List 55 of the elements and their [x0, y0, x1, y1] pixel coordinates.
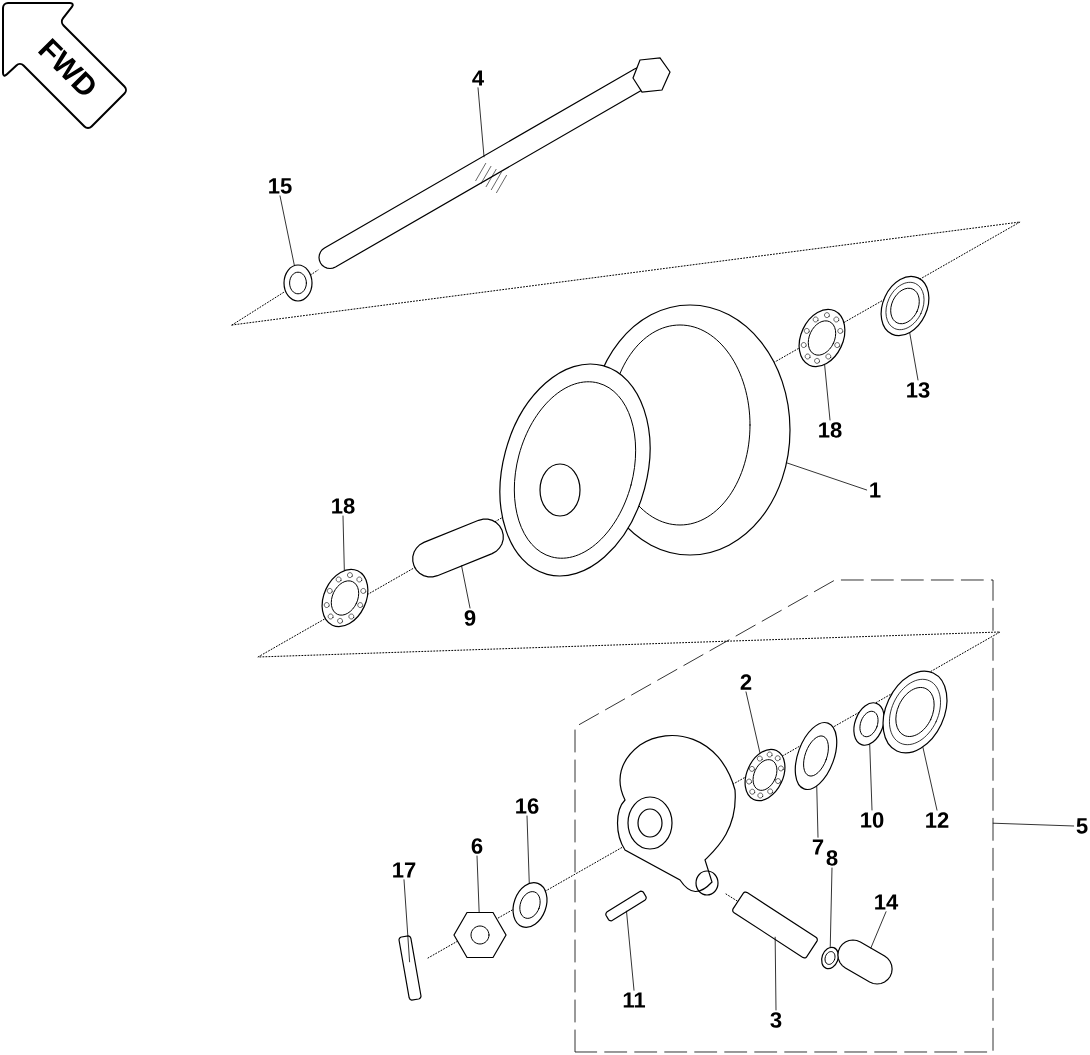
leader-line	[626, 910, 635, 991]
callout-number: 15	[269, 178, 292, 194]
callout-number: 16	[516, 798, 539, 814]
dashed-outline	[574, 579, 994, 1053]
callout-number: 5	[1076, 818, 1088, 834]
callout-number: 17	[393, 862, 416, 878]
gear-drawing	[744, 748, 786, 802]
leader-line	[279, 195, 295, 266]
leader-line	[869, 744, 873, 811]
callout-number: 3	[770, 1012, 782, 1028]
axle-drawing	[318, 57, 671, 270]
callout-number: 18	[819, 422, 842, 438]
wheel-hub-drawing	[499, 304, 791, 577]
callout-number: 12	[926, 812, 949, 828]
leader-line	[476, 855, 480, 913]
callout-number: 8	[826, 850, 838, 866]
seal-drawing	[880, 275, 930, 337]
leader-line	[774, 936, 777, 1011]
washer-drawing	[821, 946, 839, 970]
leader-line	[403, 879, 410, 963]
callout-number: 2	[740, 674, 752, 690]
callout-number: 13	[907, 382, 930, 398]
callout-number: 11	[623, 992, 645, 1008]
callout-number: 9	[464, 610, 476, 626]
leader-line	[909, 332, 919, 381]
leader-line	[745, 691, 761, 754]
leader-line	[824, 364, 831, 421]
washer-drawing	[794, 721, 838, 790]
leader-line	[922, 747, 938, 811]
leader-line	[870, 911, 887, 949]
pin-drawing	[605, 890, 647, 922]
leader-line	[829, 867, 833, 948]
callout-number: 1	[870, 482, 881, 498]
bearing-drawing	[798, 308, 846, 368]
leader-line	[461, 565, 471, 609]
callout-number: 14	[875, 894, 899, 910]
leader-line	[786, 462, 868, 491]
pinion-drawing	[732, 891, 818, 959]
nut-drawing	[453, 911, 507, 959]
cotter-pin-drawing	[398, 935, 422, 1001]
callout-number: 18	[332, 498, 355, 514]
callout-number: 10	[861, 812, 884, 828]
leader-line	[992, 822, 1075, 827]
leader-line	[526, 815, 530, 884]
bearing-drawing	[321, 568, 369, 628]
o-ring-drawing	[853, 702, 885, 746]
leader-line	[342, 515, 345, 571]
spacer-drawing	[412, 518, 504, 578]
callout-number: 7	[812, 839, 824, 855]
washer-drawing	[512, 882, 548, 928]
bushing-drawing	[283, 264, 313, 302]
leader-line	[477, 87, 485, 158]
leader-line	[816, 786, 819, 838]
callout-number: 6	[471, 838, 483, 854]
callout-number: 4	[472, 70, 484, 86]
